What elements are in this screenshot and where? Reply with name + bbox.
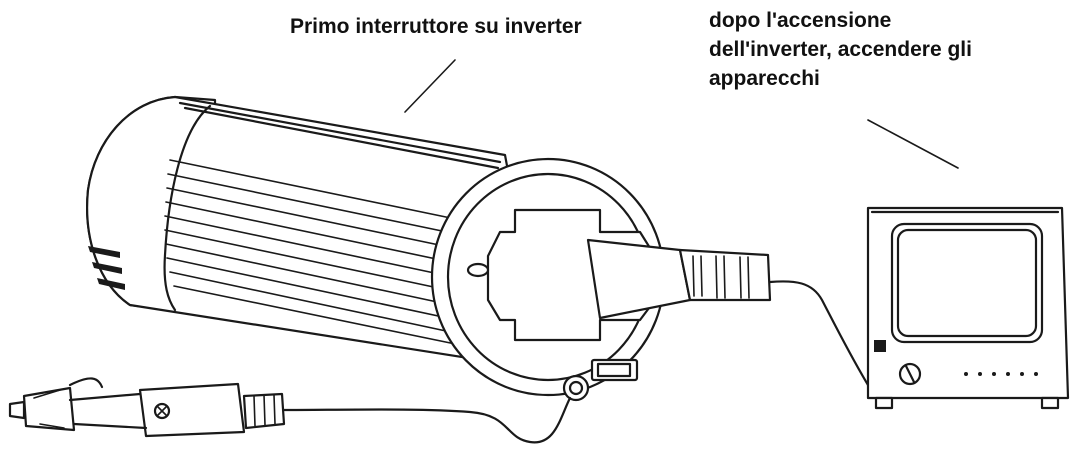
device-cable (768, 280, 876, 392)
device-plug (586, 238, 772, 320)
dc-power-cable (282, 396, 572, 444)
cooling-fins (164, 159, 471, 347)
inverter-switch-label: Primo interruttore su inverter (290, 12, 582, 41)
devices-instruction-label: dopo l'accensione dell'inverter, accende… (709, 6, 972, 93)
cigarette-lighter-plug (8, 377, 286, 438)
rear-vent (88, 246, 125, 290)
plug-tip (8, 400, 26, 420)
tv-screen (890, 222, 1044, 344)
devices-instruction-line-2: dell'inverter, accendere gli (709, 38, 972, 61)
plug-housing (138, 382, 246, 438)
power-inverter (86, 95, 666, 402)
inverter-switch-label-text: Primo interruttore su inverter (290, 15, 582, 38)
cable-port (562, 374, 590, 402)
indicator-slot (466, 262, 490, 278)
leader-lines (404, 59, 959, 169)
leader-line-devices (867, 119, 959, 169)
television (866, 206, 1070, 410)
tv-control-dots (964, 372, 1038, 376)
plug-barrel (22, 386, 76, 432)
tv-power-button (874, 340, 886, 352)
plug-grip-ridges (692, 255, 750, 299)
tv-foot-left (874, 396, 894, 410)
tv-foot-right (1040, 396, 1060, 410)
devices-instruction-line-3: apparecchi (709, 67, 820, 90)
devices-instruction-line-1: dopo l'accensione (709, 9, 892, 32)
leader-line-switch (404, 59, 456, 113)
ground-spring (68, 377, 104, 389)
